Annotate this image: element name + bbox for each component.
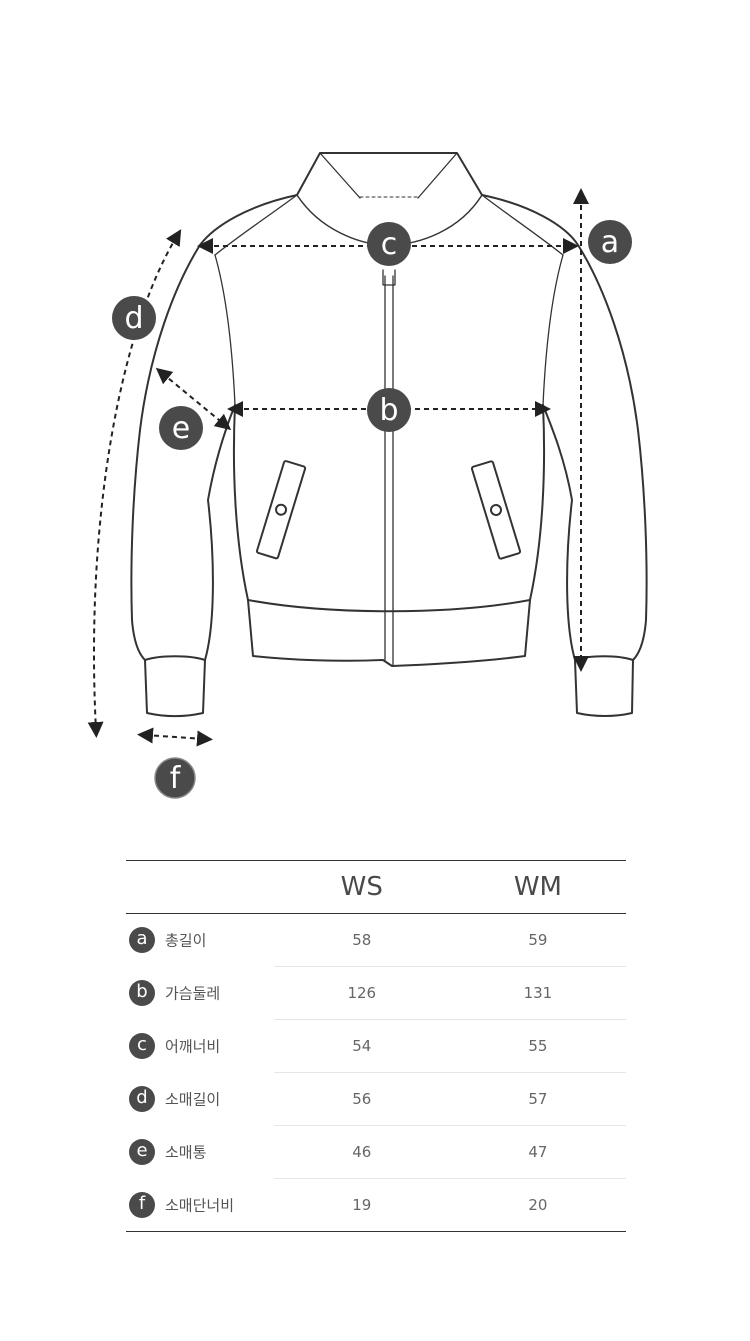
badge-e: e [159,406,203,450]
left-pocket [255,460,307,560]
collar [296,152,483,196]
left-side-seam [232,404,249,601]
right-pocket [470,460,522,560]
svg-text:e: e [172,411,190,446]
right-sleeve-inner [542,404,576,661]
cell-wm: 47 [449,1125,626,1179]
right-raglan-seam [542,254,564,406]
row-label-cell: b 가슴둘레 [126,967,274,1020]
svg-text:d: d [124,301,143,336]
svg-text:c: c [381,227,398,262]
row-label: 어깨너비 [165,1037,221,1056]
line-e-sleeve-width [155,367,232,431]
header-wm: WM [449,860,626,914]
badge-b: b [367,388,411,432]
cell-wm: 20 [449,1178,626,1232]
row-label: 소매통 [165,1143,207,1162]
collar-inner [319,152,458,199]
line-f-cuff-width [137,727,213,747]
row-marker-badge: e [129,1139,155,1165]
svg-text:b: b [379,393,398,428]
right-cuff [574,655,634,717]
right-side-seam [529,404,546,601]
row-label: 가슴둘레 [165,984,221,1003]
jacket-measurement-diagram: a b c d e f [87,152,648,799]
left-sleeve-inner [204,404,236,661]
cell-ws: 126 [273,966,450,1020]
cell-wm: 59 [449,913,626,967]
zipper [384,275,394,667]
right-body-edge [481,194,648,661]
row-label: 소매단너비 [165,1196,235,1215]
left-raglan-seam [214,254,236,406]
row-marker-badge: d [129,1086,155,1112]
cell-ws: 58 [273,913,450,967]
row-marker-badge: a [129,927,155,954]
row-label: 소매길이 [165,1090,221,1109]
svg-text:f: f [170,761,182,796]
badge-d: d [112,296,156,340]
cell-wm: 57 [449,1072,626,1126]
row-label-cell: f 소매단너비 [126,1178,274,1232]
left-cuff [144,655,206,717]
cell-ws: 56 [273,1072,450,1126]
line-d-sleeve-length [87,229,182,738]
cell-wm: 55 [449,1019,626,1073]
cell-ws: 54 [273,1019,450,1073]
cell-ws: 19 [273,1178,450,1232]
row-marker-badge: b [129,980,155,1006]
hem-band [247,599,531,667]
left-body-edge [130,194,298,661]
badge-a: a [588,220,632,264]
row-marker-badge: f [129,1191,155,1218]
svg-text:a: a [601,225,619,260]
size-table-header: WS WM [126,860,626,914]
row-label-cell: c 어깨너비 [126,1020,274,1073]
row-marker-badge: c [129,1033,155,1059]
badge-c: c [367,222,411,266]
row-label: 총길이 [165,931,207,950]
cell-ws: 46 [273,1125,450,1179]
header-empty [126,860,274,914]
zipper-pull [382,269,396,286]
row-label-cell: a 총길이 [126,914,274,967]
header-ws: WS [273,860,450,914]
badge-f: f [154,757,196,799]
row-label-cell: e 소매통 [126,1126,274,1179]
row-label-cell: d 소매길이 [126,1073,274,1126]
cell-wm: 131 [449,966,626,1020]
